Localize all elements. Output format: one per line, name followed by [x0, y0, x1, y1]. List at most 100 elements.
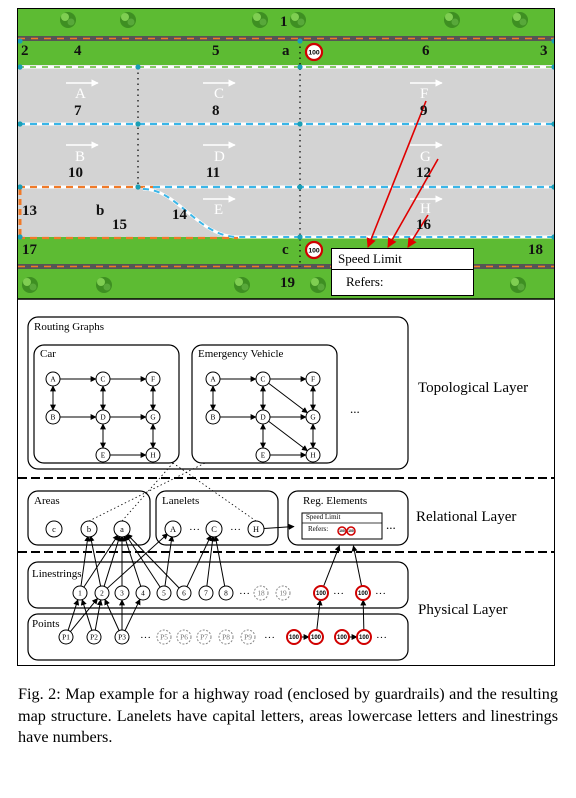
linestring-node-label: 3: [120, 589, 124, 598]
ls-label-4: 4: [74, 43, 82, 59]
ls-label-15: 15: [112, 217, 127, 233]
linestring-node-label: 19: [279, 589, 287, 598]
point-ellipsis: ···: [140, 632, 151, 644]
bush-shade: [519, 18, 527, 26]
point-sign-node-icon: 100: [334, 629, 350, 645]
bush-highlight: [291, 13, 299, 21]
ls-label-17: 17: [22, 242, 37, 258]
speed-sign-top-icon-ring: [304, 42, 324, 62]
linestring-relation-edge: [103, 535, 122, 587]
lanelet-ellipsis: ···: [189, 524, 200, 536]
reg-mini-title: Speed Limit: [306, 513, 341, 521]
bush-highlight: [121, 13, 129, 21]
lanelet-label-F: F: [420, 86, 429, 102]
endpoint-dot: [551, 184, 554, 190]
reg-mini-sign-2-icon-text: 100: [348, 529, 354, 533]
lanelet-node: C: [205, 520, 223, 538]
speed-sign-top-icon-text: 100: [308, 49, 320, 56]
bush-shade: [451, 18, 459, 26]
physical-layer-label: Physical Layer: [418, 602, 508, 618]
linestring-node-label: 7: [204, 589, 208, 598]
ev-graph-title: Emergency Vehicle: [198, 348, 284, 360]
point-ellipsis-3: ···: [376, 632, 387, 644]
ev-graph-edge: [268, 420, 308, 452]
ev-graph-node: H: [305, 447, 321, 463]
ev-graph-node: D: [255, 409, 271, 425]
linestring-relation-edge: [83, 534, 119, 588]
ref-arrow-1: [366, 100, 427, 248]
linestring-node-circle: [135, 585, 151, 601]
ls-label-19: 19: [280, 275, 295, 291]
area-label-a: a: [282, 43, 290, 59]
bush-shade: [29, 283, 37, 291]
points-title: Points: [32, 618, 60, 630]
point-sign-node-icon-ring: [286, 629, 302, 645]
point-sign-node-icon-text: 100: [311, 635, 322, 641]
linestring-relation-edge: [126, 533, 180, 589]
linestring-node-label: 1: [78, 589, 82, 598]
lanelet-label-G: G: [420, 149, 431, 165]
bush-shade: [241, 283, 249, 291]
top-guardrail: [18, 36, 554, 41]
linestring-node-label: 2: [100, 589, 104, 598]
ev-graph-node-label: B: [211, 413, 216, 422]
ls-label-11: 11: [206, 165, 221, 181]
ls-label-5: 5: [212, 43, 220, 59]
area-node-label: c: [52, 525, 56, 534]
linestring-node-label: 18: [257, 589, 265, 598]
linestring-sign-node-icon-text: 100: [358, 591, 369, 597]
point-sign-node-icon-text: 100: [359, 635, 370, 641]
linestrings-title: Linestrings: [32, 568, 82, 580]
lanelet-label-C: C: [214, 86, 225, 102]
linestring-sign-node-icon: 100: [313, 585, 329, 601]
car-graph-node-circle: [145, 409, 161, 425]
endpoint-dot: [18, 234, 23, 240]
linestring-node-label: 8: [224, 589, 228, 598]
car-graph-node-label: G: [150, 413, 156, 422]
ls-label-10: 10: [68, 165, 83, 181]
area-node-label: b: [87, 525, 91, 534]
reg-mini-sign-2-icon: 100: [346, 526, 356, 536]
sign-to-reg-edge: [323, 544, 341, 587]
relation-edges: [67, 462, 367, 640]
endpoint-dot: [297, 184, 303, 190]
car-graph-node: D: [95, 409, 111, 425]
linestring-relation-edge: [88, 535, 102, 587]
lanelet-label-B: B: [75, 149, 86, 165]
lanelet-ellipsis-2: ···: [230, 524, 241, 536]
ev-graph-node-label: H: [310, 451, 316, 460]
bush-shade: [259, 18, 267, 26]
linestring-node-circle: [253, 585, 269, 601]
speed-sign-bottom-icon-ring: [304, 240, 324, 260]
point-node-circle: [240, 629, 256, 645]
linestring-ellipsis: ···: [239, 588, 250, 600]
endpoint-dot: [297, 64, 303, 70]
linestring-node-circle: [156, 585, 172, 601]
reg-ellipsis: ...: [386, 517, 396, 532]
ev-graph-node-label: G: [310, 413, 316, 422]
routing-graphs-box: [27, 316, 409, 470]
routing-graphs-title: Routing Graphs: [34, 321, 104, 333]
lanelet-label-E: E: [214, 202, 224, 218]
point-node-label: P7: [200, 633, 208, 642]
ev-graph-node: E: [255, 447, 271, 463]
linestring-node-circle: [94, 585, 110, 601]
bush-shade: [127, 18, 135, 26]
merge-curve-dash: [142, 188, 554, 238]
bush-shade: [67, 18, 75, 26]
car-graph-node-label: D: [100, 413, 106, 422]
car-graph-node: A: [45, 371, 61, 387]
ev-graph-node-label: D: [260, 413, 266, 422]
endpoint-dot: [551, 234, 554, 240]
bush-icon: [120, 12, 136, 28]
linestring-node: 2: [94, 585, 110, 601]
ls-label-7: 7: [74, 103, 82, 119]
endpoint-dot: [135, 64, 141, 70]
car-graph-node-label: E: [101, 451, 106, 460]
endpoint-dot: [551, 38, 554, 44]
point-node: P8: [218, 629, 234, 645]
point-sign-node-icon: 100: [356, 629, 372, 645]
reg-mini-sign-1-icon-text: 100: [339, 529, 345, 533]
lanelet-node-circle: [247, 520, 265, 538]
car-graph-node: F: [145, 371, 161, 387]
